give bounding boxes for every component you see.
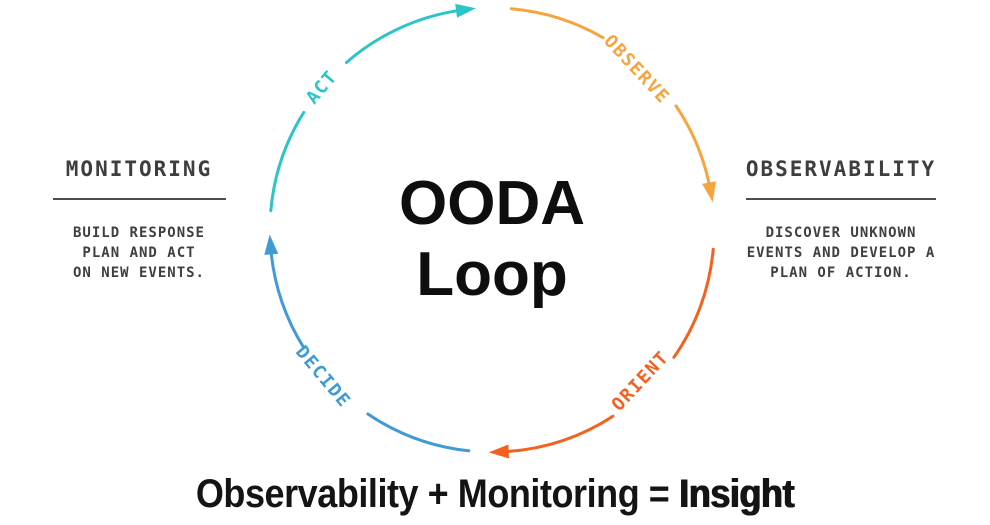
monitoring-line: BUILD RESPONSE	[72, 225, 205, 241]
decide-label: DECIDE	[291, 342, 355, 412]
formula-prefix: Observability + Monitoring =	[195, 472, 670, 516]
observability-line: DISCOVER UNKNOWN	[765, 225, 917, 241]
observe-arc-segment	[674, 104, 711, 186]
act-arrowhead-icon	[455, 3, 476, 18]
act-label: ACT	[302, 66, 342, 108]
observability-line: EVENTS AND DEVELOP A	[746, 245, 936, 261]
observability-panel: OBSERVABILITY DISCOVER UNKNOWN EVENTS AN…	[745, 157, 937, 283]
diagram-title: OODA Loop	[343, 168, 641, 310]
title-line-1: OODA	[399, 169, 585, 238]
act-arc-segment	[269, 110, 306, 213]
title-line-2: Loop	[416, 240, 568, 309]
observability-description: DISCOVER UNKNOWN EVENTS AND DEVELOP A PL…	[745, 223, 937, 283]
monitoring-panel: MONITORING BUILD RESPONSE PLAN AND ACT O…	[44, 157, 234, 283]
act-arc-segment	[344, 9, 459, 64]
observability-divider	[746, 198, 936, 200]
orient-arc-segment	[672, 247, 715, 359]
orient-arrowhead-icon	[488, 444, 509, 459]
formula-result: Insight	[679, 472, 795, 516]
decide-arrowhead-icon	[264, 234, 279, 255]
monitoring-line: ON NEW EVENTS.	[72, 265, 205, 281]
monitoring-line: PLAN AND ACT	[82, 245, 196, 261]
monitoring-heading: MONITORING	[65, 157, 213, 181]
decide-arc-segment	[366, 412, 471, 453]
observe-label: OBSERVE	[599, 31, 673, 108]
monitoring-description: BUILD RESPONSE PLAN AND ACT ON NEW EVENT…	[44, 223, 234, 283]
observe-arrowhead-icon	[702, 181, 716, 203]
observability-heading: OBSERVABILITY	[745, 157, 937, 181]
formula-caption: Observability + Monitoring = Insight	[50, 472, 941, 517]
orient-arc-segment	[506, 414, 615, 453]
decide-arc-segment	[269, 251, 306, 350]
observability-line: PLAN OF ACTION.	[770, 265, 912, 281]
observe-arc-segment	[509, 7, 605, 40]
monitoring-divider	[52, 198, 226, 200]
orient-label: ORIENT	[608, 347, 674, 415]
loop-circle-graphic: ACT OBSERVE ORIENT DECIDE	[264, 3, 716, 459]
